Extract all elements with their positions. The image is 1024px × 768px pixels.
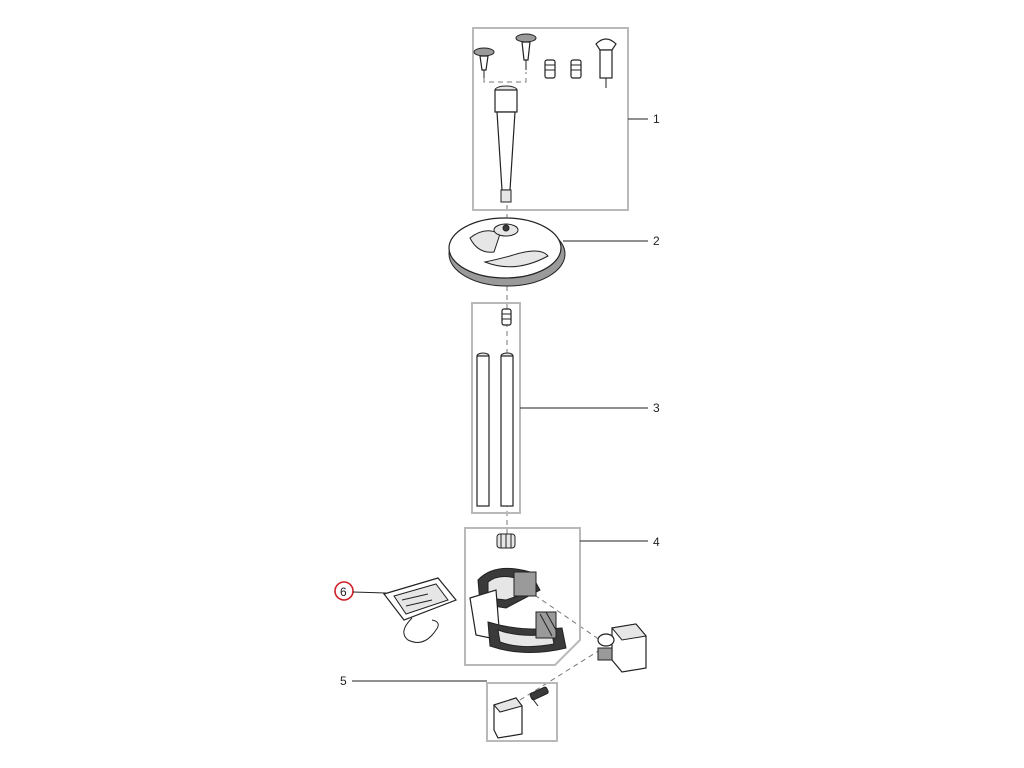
callout-2: 2 bbox=[653, 234, 660, 248]
part-group-3[interactable]: 3 bbox=[471, 302, 660, 514]
callout-6-highlight bbox=[334, 581, 354, 601]
part-group-5[interactable]: 5 bbox=[340, 674, 558, 742]
extension-tube-icon bbox=[476, 352, 514, 507]
callout-4: 4 bbox=[653, 535, 660, 549]
bag-string-icon bbox=[403, 617, 439, 643]
group-4-frame bbox=[464, 527, 581, 666]
bell-nozzle-icon bbox=[595, 38, 617, 88]
callout-3: 3 bbox=[653, 401, 660, 415]
part-group-1[interactable]: 1 bbox=[472, 27, 660, 211]
callout-6-leader bbox=[352, 591, 387, 594]
pump-motor-icon bbox=[597, 623, 647, 673]
accessory-bag-icon bbox=[382, 577, 457, 621]
connector-nipple-icon bbox=[544, 59, 582, 79]
threaded-adapter-icon bbox=[501, 308, 512, 326]
part-group-4[interactable]: 4 bbox=[464, 527, 660, 666]
floating-disc-icon bbox=[448, 217, 566, 287]
telescopic-tube-icon bbox=[494, 85, 518, 203]
fountain-head-icon bbox=[473, 47, 495, 78]
assembly-axis-branch bbox=[519, 584, 601, 641]
callout-6: 6 bbox=[340, 585, 347, 599]
part-group-6[interactable]: 6 bbox=[334, 577, 457, 643]
part-group-2[interactable]: 2 bbox=[448, 217, 660, 287]
callout-5: 5 bbox=[340, 674, 347, 688]
callout-1: 1 bbox=[653, 112, 660, 126]
assembly-axis-branch-lower bbox=[519, 649, 601, 701]
impeller-icon bbox=[529, 686, 549, 707]
nozzle-link bbox=[483, 72, 527, 83]
adapter-nut-icon bbox=[496, 533, 516, 549]
filter-housing-icon bbox=[469, 567, 567, 654]
fountain-head-tall-icon bbox=[515, 33, 537, 70]
group-5-frame bbox=[486, 682, 558, 742]
pump-cover-icon bbox=[493, 697, 523, 739]
